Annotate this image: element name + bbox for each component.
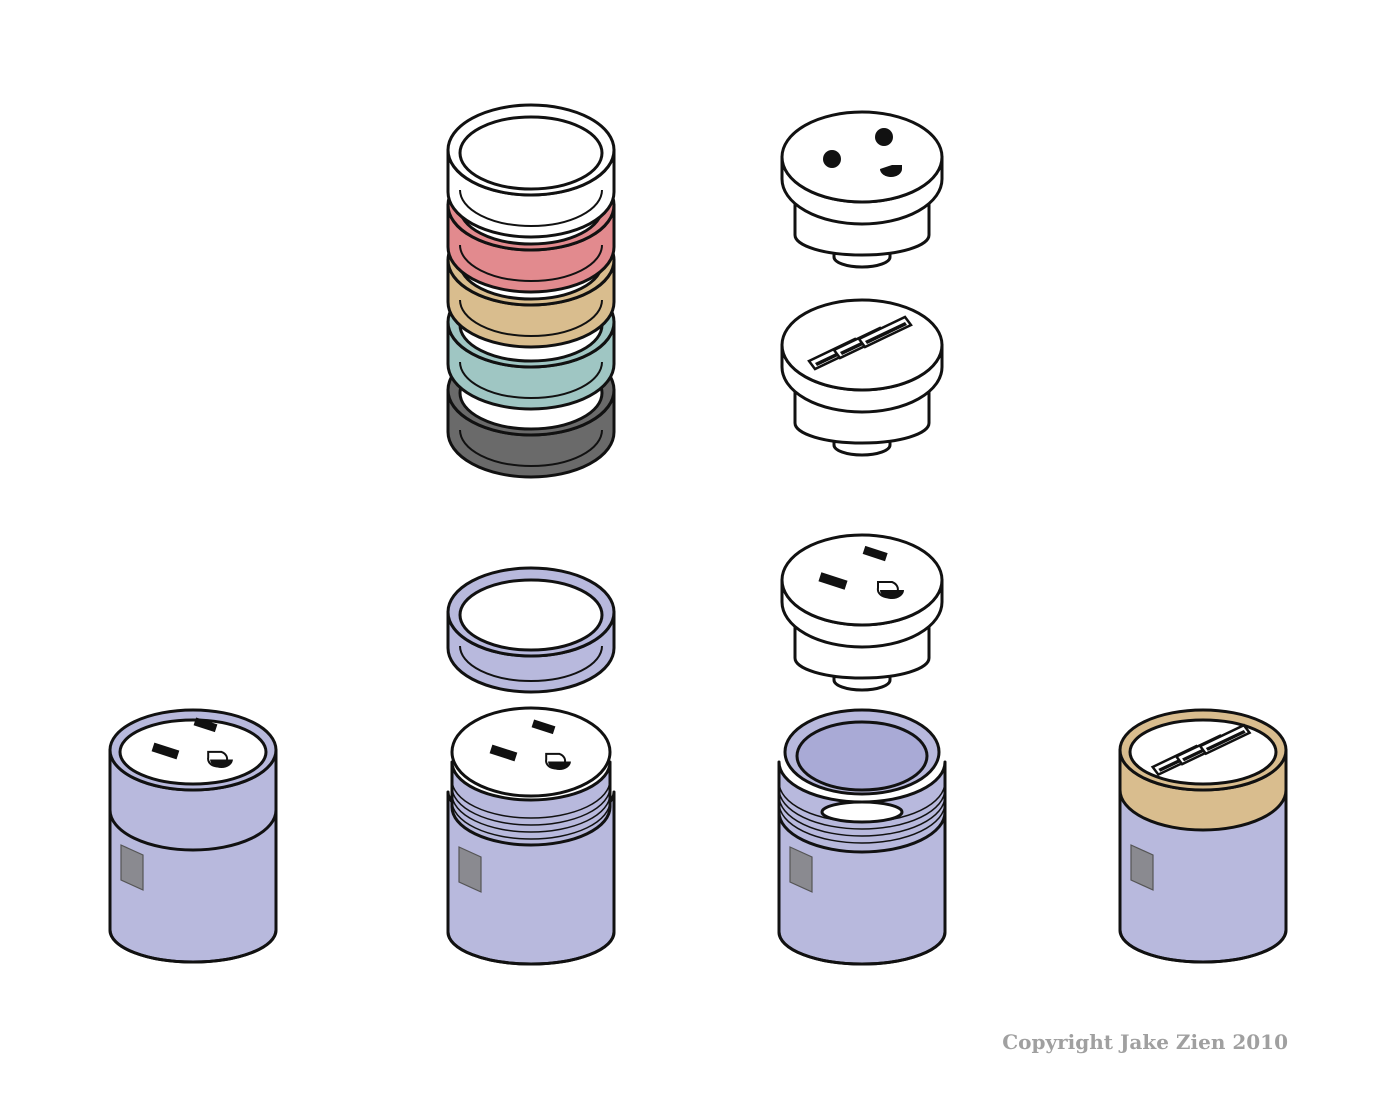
- thread-line: [778, 795, 946, 837]
- open-housing: [777, 708, 947, 966]
- usb-port: [857, 315, 913, 349]
- lavender-ring-inner-lip: [459, 645, 603, 682]
- ground-hole: [880, 590, 904, 599]
- outlet-face: [818, 545, 904, 599]
- hot-slot: [531, 719, 556, 735]
- ground-hole: [880, 165, 902, 177]
- outlet-face: [489, 719, 571, 771]
- housing-thread-band: [450, 760, 612, 847]
- usb-port: [1198, 723, 1252, 756]
- insert-cap-face: [780, 533, 944, 627]
- housing-face: [450, 706, 612, 798]
- stack-ring: [446, 103, 616, 239]
- housing-bottom-edge: [1118, 929, 1288, 964]
- thread-line: [451, 779, 611, 819]
- stack-ring-inner-lip: [459, 429, 603, 467]
- thread-line: [451, 786, 611, 826]
- usb-face: [1150, 723, 1252, 777]
- thread-line: [778, 788, 946, 830]
- thread-line: [778, 802, 946, 844]
- copyright-text: Copyright Jake Zien 2010: [1002, 1030, 1288, 1054]
- ground-hole: [210, 759, 233, 769]
- usb-contact: [865, 322, 907, 344]
- stack-ring-hole: [458, 115, 604, 191]
- cavity-floor: [820, 800, 904, 824]
- illustration-layer: [108, 103, 1288, 966]
- assembled-outlet-unit: [108, 708, 278, 964]
- housing-bottom-edge: [446, 931, 616, 966]
- lavender-ring-hole: [458, 578, 604, 652]
- neutral-slot: [489, 744, 518, 762]
- stack-ring-inner-lip: [459, 361, 603, 399]
- ground-hole: [548, 761, 571, 771]
- neutral-slot: [151, 742, 180, 760]
- neutral-slot: [818, 572, 848, 590]
- hot-slot: [862, 545, 888, 562]
- hot-slot: [193, 717, 218, 733]
- housing-bottom-edge: [108, 929, 278, 964]
- label-patch: [789, 846, 813, 893]
- outlet-hole-right: [875, 128, 893, 146]
- outlet-insert: [780, 533, 944, 692]
- housing-face: [118, 718, 268, 786]
- insert-cap-face: [780, 110, 944, 204]
- usb-contact: [1205, 729, 1246, 751]
- lavender-ring: [446, 566, 616, 694]
- label-patch: [458, 846, 482, 893]
- usb-insert: [780, 298, 944, 457]
- thread-line: [451, 793, 611, 833]
- thread-line: [451, 800, 611, 840]
- outlet-hole-left: [823, 150, 841, 168]
- label-patch: [120, 844, 144, 891]
- assembled-usb-unit: [1118, 708, 1288, 964]
- housing-cavity: [795, 720, 929, 792]
- outlet-insert-round: [780, 110, 944, 269]
- stack-ring-inner-lip: [459, 299, 603, 337]
- usb-face: [807, 315, 913, 371]
- stack-ring-inner-lip: [459, 189, 603, 227]
- outlet-face: [823, 128, 902, 177]
- outlet-face: [151, 717, 233, 769]
- housing-bottom-edge: [777, 931, 947, 966]
- label-patch: [1130, 844, 1154, 891]
- stack-ring-inner-lip: [459, 244, 603, 282]
- threaded-outlet-unit: [446, 706, 616, 966]
